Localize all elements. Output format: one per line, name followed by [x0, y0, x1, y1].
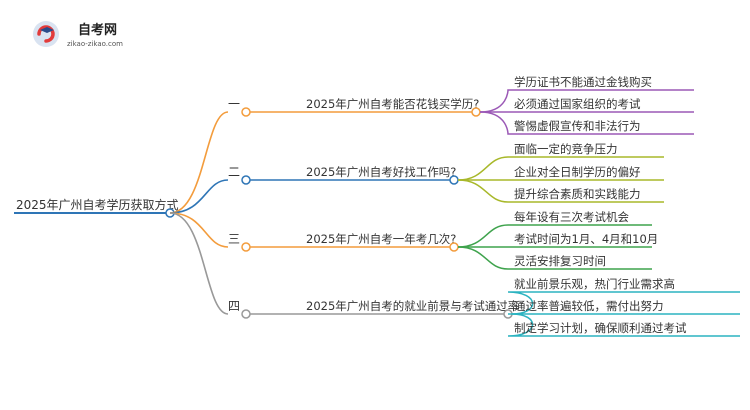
branch-number: 四 [228, 299, 240, 313]
leaf-connector [457, 246, 652, 270]
leaf-item[interactable]: 提升综合素质和实践能力 [457, 179, 664, 203]
root-node[interactable]: 2025年广州自考学历获取方式 [14, 197, 179, 218]
leaf-label: 必须通过国家组织的考试 [514, 97, 641, 111]
branch-1[interactable]: 一 2025年广州自考能否花钱买学历? 学历证书不能通过金钱购买必须通过国家组织的考… [169, 75, 694, 214]
leaf-connector [457, 156, 664, 181]
branch-number-node [241, 175, 251, 185]
leaf-label: 就业前景乐观，热门行业需求高 [514, 277, 675, 291]
leaf-connector [479, 111, 694, 135]
question-node [449, 242, 459, 252]
leaf-label: 面临一定的竞争压力 [514, 142, 618, 156]
question-node [449, 175, 459, 185]
leaf-item[interactable]: 通过率普遍较低，需付出努力 [508, 299, 740, 315]
leaf-label: 提升综合素质和实践能力 [514, 187, 641, 201]
leaf-connector [457, 179, 664, 203]
branch-number-node [241, 309, 251, 319]
site-logo[interactable]: 自考网 zikao-zikao.com [33, 21, 123, 48]
branch-question: 2025年广州自考好找工作吗? [306, 165, 456, 179]
branch-number-node [241, 242, 251, 252]
leaf-connector [457, 224, 652, 248]
question-node [471, 107, 481, 117]
branch-3[interactable]: 三 2025年广州自考一年考几次? 每年设有三次考试机会考试时间为1月、4月和10月… [169, 210, 658, 270]
graduation-cap-icon [40, 27, 54, 33]
branch-question: 2025年广州自考能否花钱买学历? [306, 97, 479, 111]
leaf-label: 通过率普遍较低，需付出努力 [514, 299, 664, 313]
leaf-item[interactable]: 学历证书不能通过金钱购买 [479, 75, 694, 113]
leaf-label: 制定学习计划，确保顺利通过考试 [514, 321, 687, 335]
leaf-connector [479, 89, 694, 113]
branch-connector [169, 111, 229, 214]
leaf-label: 警惕虚假宣传和非法行为 [514, 119, 641, 133]
leaf-item[interactable]: 警惕虚假宣传和非法行为 [479, 111, 694, 135]
branch-connector [169, 212, 229, 248]
leaf-label: 灵活安排复习时间 [514, 254, 606, 268]
branches: 一 2025年广州自考能否花钱买学历? 学历证书不能通过金钱购买必须通过国家组织的考… [169, 75, 740, 337]
branch-number: 三 [228, 232, 240, 246]
leaf-item[interactable]: 必须通过国家组织的考试 [480, 97, 694, 113]
leaf-item[interactable]: 制定学习计划，确保顺利通过考试 [507, 313, 740, 337]
branch-number: 一 [228, 97, 240, 111]
branch-number: 二 [228, 165, 240, 179]
branch-question: 2025年广州自考的就业前景与考试通过率 [306, 299, 519, 313]
leaf-item[interactable]: 就业前景乐观，热门行业需求高 [507, 277, 740, 315]
branch-connector [169, 179, 229, 214]
logo-url: zikao-zikao.com [67, 40, 123, 48]
root-label: 2025年广州自考学历获取方式 [16, 197, 179, 212]
branch-question: 2025年广州自考一年考几次? [306, 232, 456, 246]
branch-2[interactable]: 二 2025年广州自考好找工作吗? 面临一定的竞争压力企业对全日制学历的偏好提升综合… [169, 142, 664, 214]
leaf-item[interactable]: 企业对全日制学历的偏好 [458, 165, 664, 181]
logo-title: 自考网 [78, 22, 117, 38]
leaf-item[interactable]: 灵活安排复习时间 [457, 246, 652, 270]
leaf-item[interactable]: 每年设有三次考试机会 [457, 210, 652, 248]
leaf-item[interactable]: 面临一定的竞争压力 [457, 142, 664, 181]
logo-circle-icon [33, 21, 59, 47]
branch-4[interactable]: 四 2025年广州自考的就业前景与考试通过率 就业前景乐观，热门行业需求高通过率普遍… [169, 212, 740, 337]
branch-number-node [241, 107, 251, 117]
leaf-label: 学历证书不能通过金钱购买 [514, 75, 652, 89]
leaf-label: 每年设有三次考试机会 [514, 210, 629, 224]
leaf-label: 企业对全日制学历的偏好 [514, 165, 641, 179]
leaf-connector [507, 313, 740, 337]
leaf-connector [507, 291, 740, 315]
branch-connector [169, 212, 229, 315]
leaf-label: 考试时间为1月、4月和10月 [514, 232, 658, 246]
